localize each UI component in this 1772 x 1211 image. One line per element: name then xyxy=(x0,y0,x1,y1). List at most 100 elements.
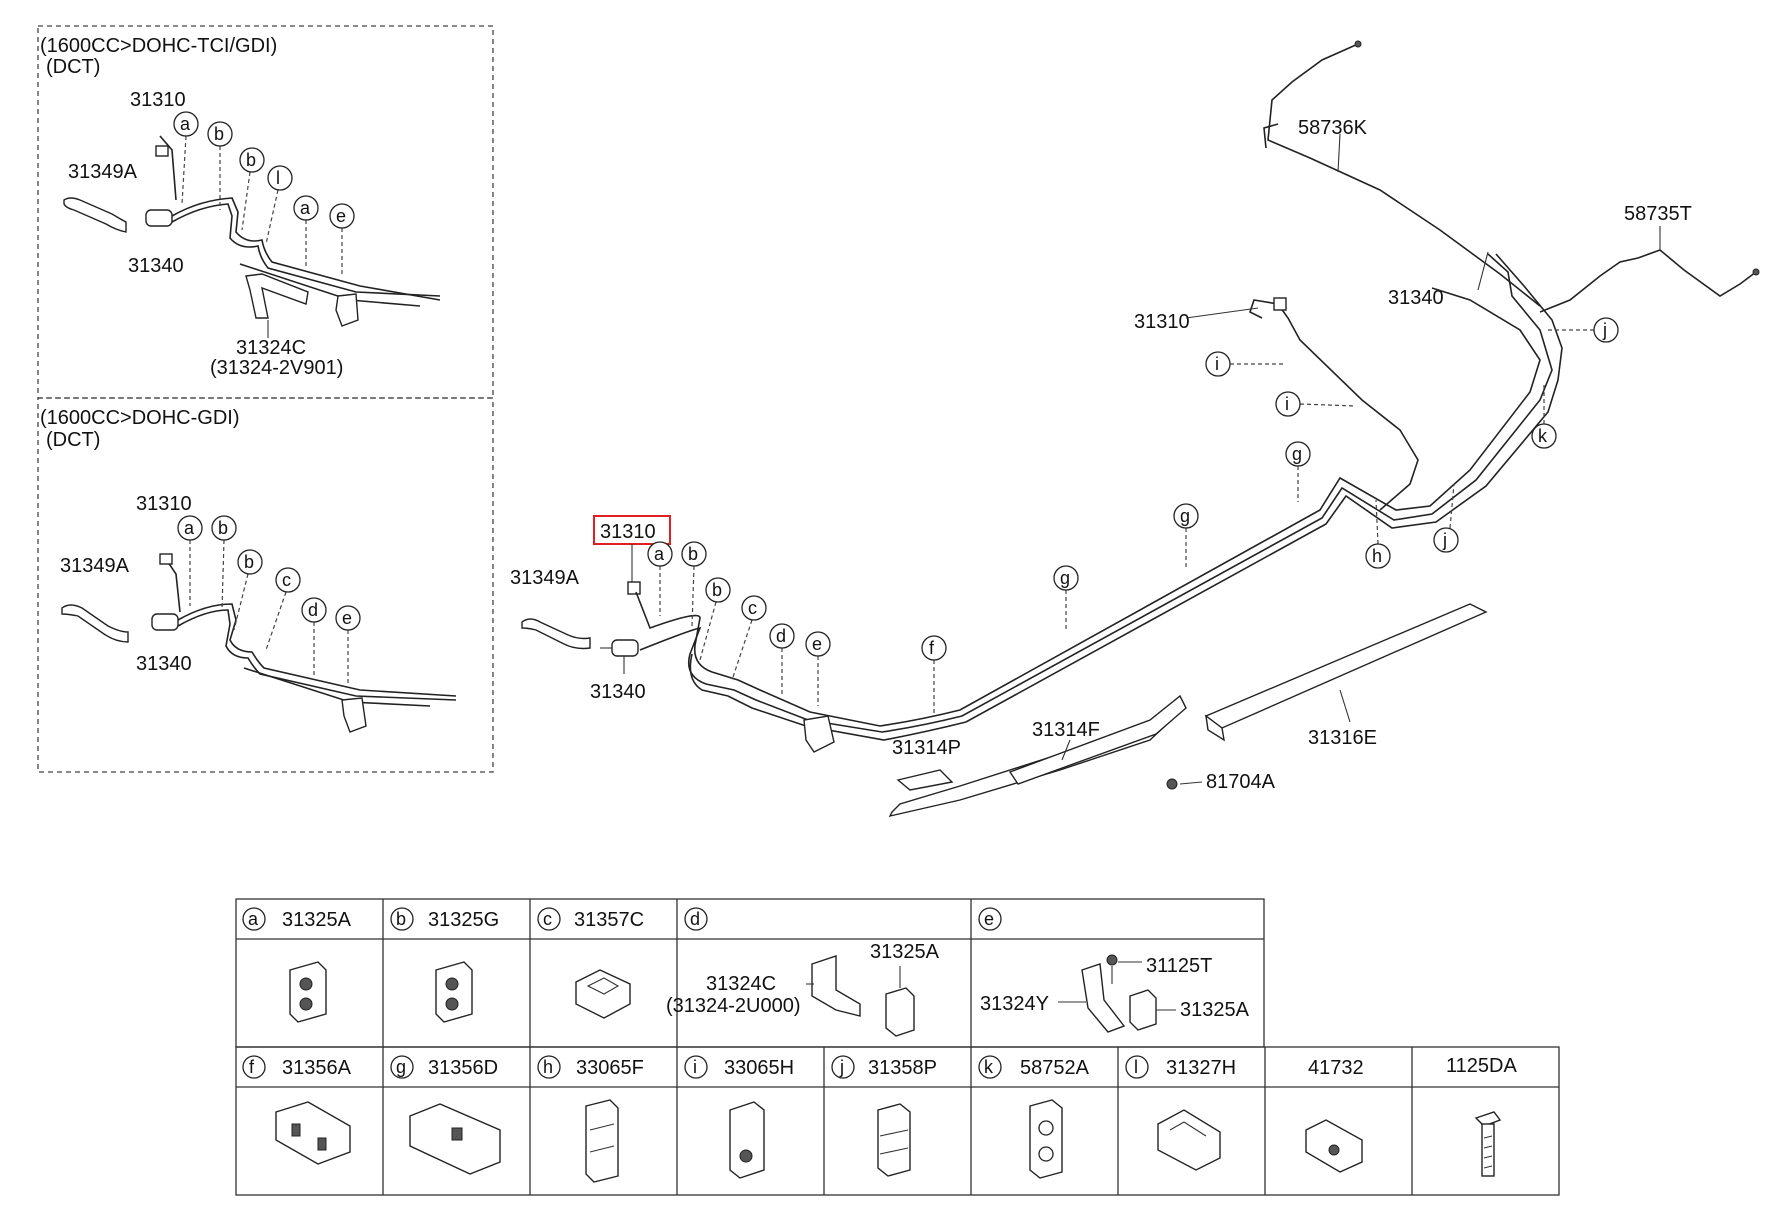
clip-33065h-icon xyxy=(729,1101,765,1179)
main-clip-e-letter: e xyxy=(812,634,822,654)
main-label-31314p[interactable]: 31314P xyxy=(892,737,961,759)
table-cell-b[interactable]: b 31325G xyxy=(390,907,499,1023)
inset-top-clip-l[interactable] xyxy=(267,165,293,191)
table-cell-e[interactable]: e 31125T 31324Y 31325A xyxy=(978,907,1250,1033)
main-label-58736k[interactable]: 58736K xyxy=(1298,117,1368,139)
main-clip-f[interactable] xyxy=(921,635,947,661)
main-clip-k[interactable] xyxy=(1531,423,1557,449)
main-clip-b2[interactable] xyxy=(705,577,731,603)
inset-top-label-31324c[interactable]: 31324C xyxy=(236,337,306,359)
main-clip-i2[interactable] xyxy=(1275,391,1301,417)
inset-top-clip-callouts: a b b l a e xyxy=(173,111,355,276)
main-label-31310-rear[interactable]: 31310 xyxy=(1134,311,1190,333)
inset-bottom-clip-b1[interactable] xyxy=(211,515,237,541)
main-clip-i1[interactable] xyxy=(1205,351,1231,377)
inset-top-label-31340[interactable]: 31340 xyxy=(128,255,184,277)
inset-bottom-clip-a[interactable] xyxy=(177,515,203,541)
main-clip-g2[interactable] xyxy=(1173,503,1199,529)
main-clip-j1[interactable] xyxy=(1593,317,1619,343)
bolt-31125t-icon xyxy=(1106,954,1118,966)
inset-top-clip-a1[interactable] xyxy=(173,111,199,137)
table-cell-1125da-part: 1125DA xyxy=(1446,1055,1517,1077)
inset-bottom-label-31340[interactable]: 31340 xyxy=(136,653,192,675)
main-label-31349a[interactable]: 31349A xyxy=(510,567,580,589)
main-clip-g3[interactable] xyxy=(1285,441,1311,467)
main-clip-h[interactable] xyxy=(1365,543,1391,569)
main-clip-a-letter: a xyxy=(654,544,665,564)
main-clip-j1-letter: j xyxy=(1602,320,1607,340)
main-clip-h-letter: h xyxy=(1372,546,1382,566)
main-clip-g1[interactable] xyxy=(1053,565,1079,591)
inset-top-filter xyxy=(145,209,173,227)
main-label-31340-front[interactable]: 31340 xyxy=(590,681,646,703)
main-label-31340-rear[interactable]: 31340 xyxy=(1388,287,1444,309)
inset-top-connector xyxy=(155,145,169,157)
table-cell-a-letter: a xyxy=(248,909,259,929)
table-cell-k[interactable]: k 58752A xyxy=(978,1055,1090,1179)
inset-top-label-31349a[interactable]: 31349A xyxy=(68,161,138,183)
inset-top-clip-b2[interactable] xyxy=(239,147,265,173)
table-cell-d[interactable]: d 31324C (31324-2U000) 31325A xyxy=(666,907,940,1037)
main-clip-b2-letter: b xyxy=(712,580,722,600)
table-cell-j[interactable]: j 31358P xyxy=(831,1055,937,1177)
table-cell-d-sub-31324-2u000: (31324-2U000) xyxy=(666,995,801,1017)
inset-top-pipe-1 xyxy=(171,197,441,301)
main-connector-31310 xyxy=(627,581,641,595)
table-cell-e-sub-31325a: 31325A xyxy=(1180,999,1250,1021)
clip-31327h-icon xyxy=(1157,1109,1221,1171)
inset-tci-gdi-title: (1600CC>DOHC-TCI/GDI) xyxy=(40,35,277,57)
main-clip-j2[interactable] xyxy=(1433,527,1459,553)
inset-bottom-filter xyxy=(151,613,179,631)
table-cell-f[interactable]: f 31356A xyxy=(242,1055,352,1165)
main-clip-c[interactable] xyxy=(741,595,767,621)
table-cell-e-letter: e xyxy=(984,909,994,929)
main-label-31316e[interactable]: 31316E xyxy=(1308,727,1377,749)
table-cell-f-letter: f xyxy=(249,1057,255,1077)
inset-bottom-label-31310[interactable]: 31310 xyxy=(136,493,192,515)
main-label-81704a[interactable]: 81704A xyxy=(1206,771,1276,793)
inset-top-clip-b1[interactable] xyxy=(207,121,233,147)
inset-bottom-clip-b2[interactable] xyxy=(237,549,263,575)
table-cell-l[interactable]: l 31327H xyxy=(1125,1055,1236,1171)
inset-bottom-clip-d[interactable] xyxy=(301,597,327,623)
main-clip-j2-letter: j xyxy=(1442,530,1447,550)
table-cell-g[interactable]: g 31356D xyxy=(390,1055,501,1175)
inset-top-label-31310[interactable]: 31310 xyxy=(130,89,186,111)
main-label-58735t[interactable]: 58735T xyxy=(1624,203,1692,225)
inset-top-label-31324-2v901[interactable]: (31324-2V901) xyxy=(210,357,343,379)
main-rail-31316e-end xyxy=(1205,714,1225,742)
main-clip-d[interactable] xyxy=(769,623,795,649)
main-clip-g1-letter: g xyxy=(1060,568,1070,588)
table-cell-f-part: 31356A xyxy=(282,1057,352,1079)
main-pipe-lower xyxy=(689,253,1563,741)
table-cell-h[interactable]: h 33065F xyxy=(537,1055,644,1183)
inset-bottom-pipe-2 xyxy=(177,609,457,701)
table-cell-c[interactable]: c 31357C xyxy=(537,907,644,1019)
main-clip-e[interactable] xyxy=(805,631,831,657)
table-cell-a[interactable]: a 31325A xyxy=(242,907,352,1023)
leader-31316e xyxy=(1339,689,1351,723)
main-clip-d-letter: d xyxy=(776,626,786,646)
inset-bottom-clip-c[interactable] xyxy=(275,567,301,593)
inset-top-clamp xyxy=(335,293,359,327)
inset-top-clip-e[interactable] xyxy=(329,203,355,229)
table-cell-41732[interactable]: 41732 xyxy=(1305,1057,1364,1173)
inset-top-clip-a2[interactable] xyxy=(293,195,319,221)
main-clip-b1[interactable] xyxy=(681,541,707,567)
main-pipe-middle xyxy=(639,253,1553,733)
main-label-31310-front[interactable]: 31310 xyxy=(600,521,656,543)
main-clip-a[interactable] xyxy=(647,541,673,567)
main-fuel-line-assembly: 31310 31349A 31340 31314P 31314F 81704A … xyxy=(510,40,1760,818)
bracket-31324c-icon xyxy=(811,955,861,1017)
table-cell-1125da[interactable]: 1125DA xyxy=(1446,1055,1517,1177)
inset-bottom-label-31349a[interactable]: 31349A xyxy=(60,555,130,577)
vent-line-58735t xyxy=(1539,249,1757,313)
table-cell-e-sub-31125t: 31125T xyxy=(1146,955,1212,977)
table-cell-g-part: 31356D xyxy=(428,1057,498,1079)
main-protector-31314p xyxy=(896,769,954,791)
main-label-31314f[interactable]: 31314F xyxy=(1032,719,1100,741)
inset-bottom-clip-e[interactable] xyxy=(335,605,361,631)
leader-31314f xyxy=(1061,739,1071,761)
table-cell-e-sub-31324y: 31324Y xyxy=(980,993,1049,1015)
table-cell-i[interactable]: i 33065H xyxy=(684,1055,794,1179)
